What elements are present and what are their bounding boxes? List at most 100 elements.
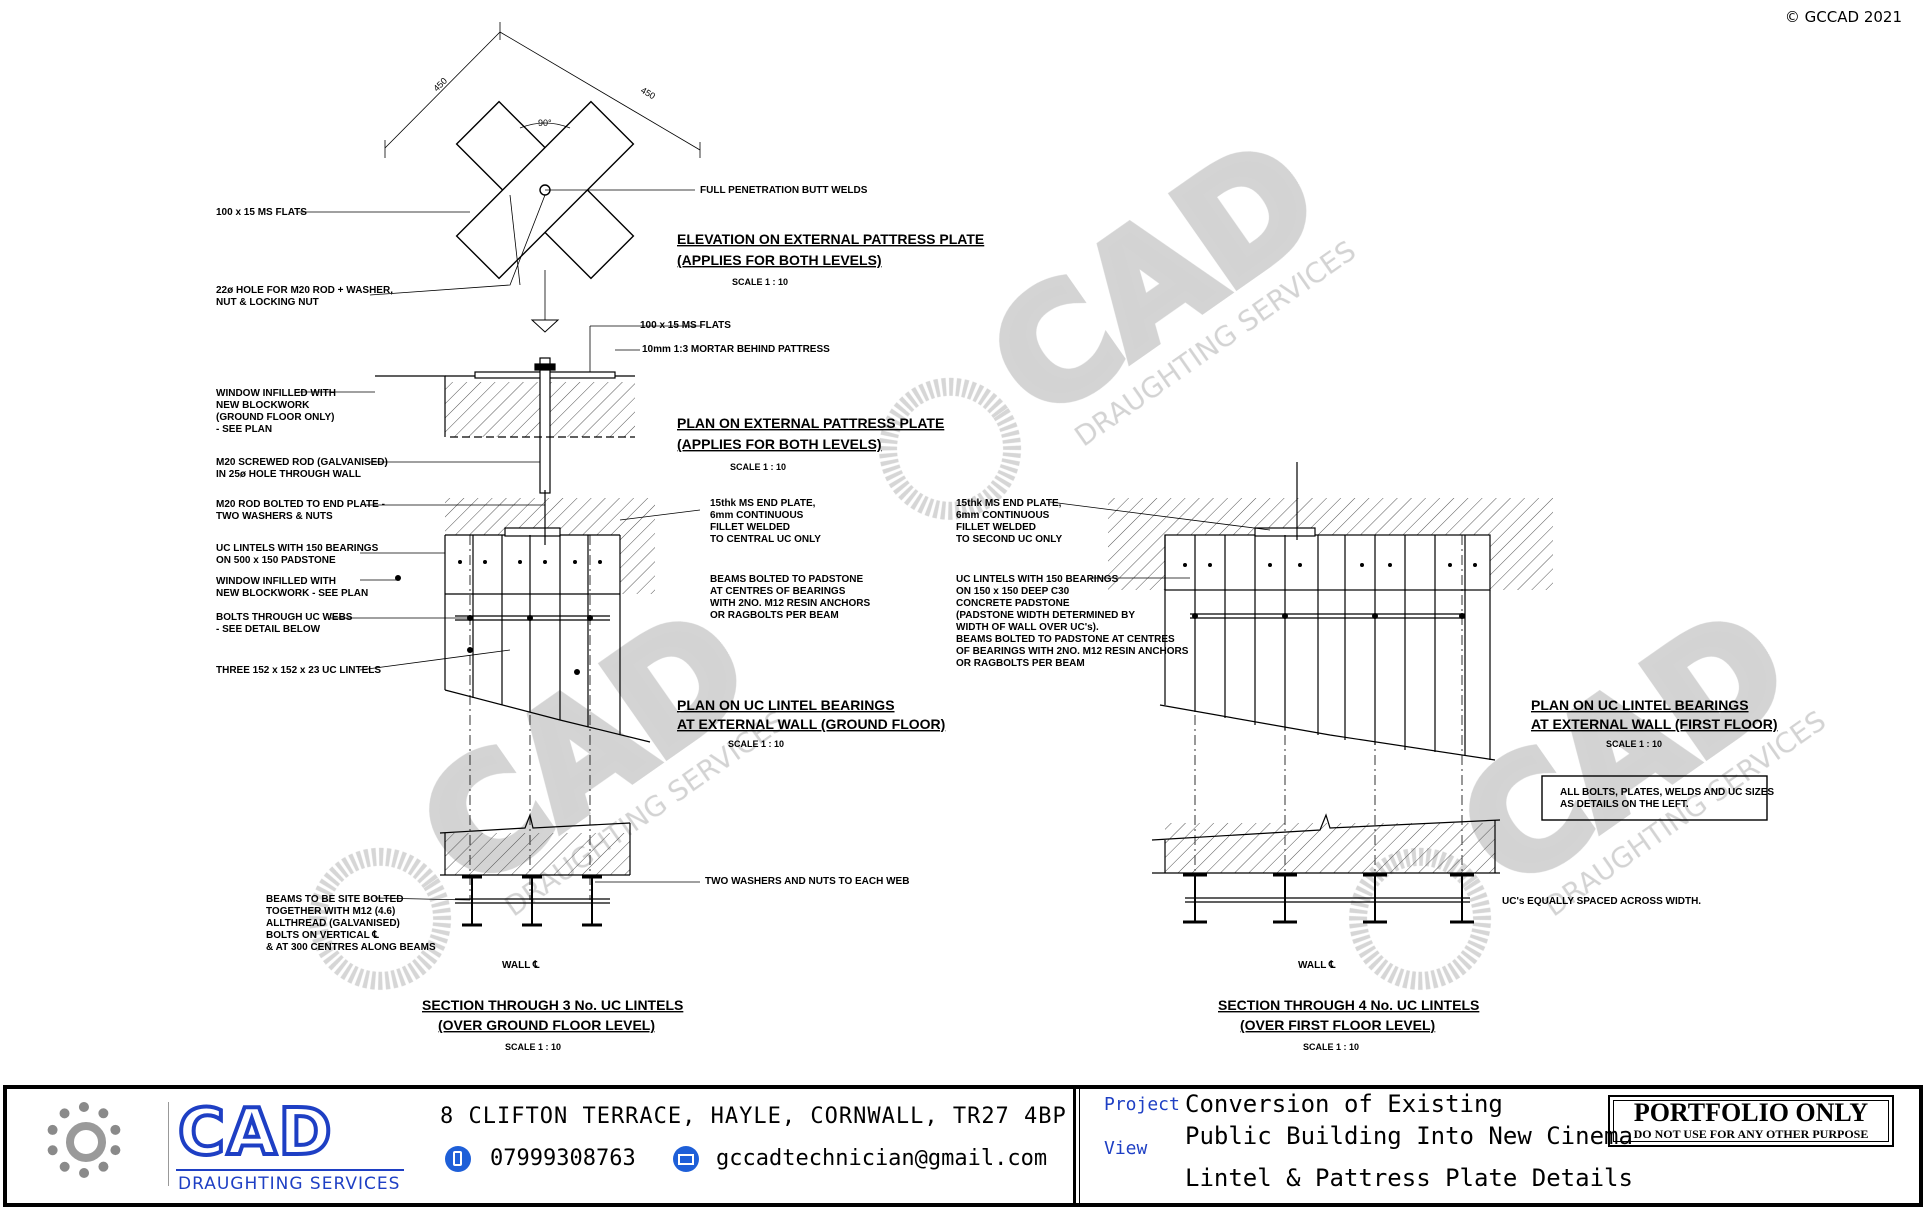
label-uc: UC LINTELS WITH 150 BEARINGS bbox=[216, 543, 379, 554]
view-label: View bbox=[1104, 1138, 1148, 1159]
plan-ground-labels: M20 ROD BOLTED TO END PLATE - TWO WASHER… bbox=[216, 498, 945, 749]
label-rodbolt: TWO WASHERS & NUTS bbox=[216, 511, 333, 522]
label-flats: 100 x 15 MS FLATS bbox=[216, 207, 307, 218]
logo-mark-icon bbox=[66, 1122, 106, 1162]
label-hole: NUT & LOCKING NUT bbox=[216, 297, 319, 308]
copyright-text: © GCCAD 2021 bbox=[1784, 8, 1902, 26]
portfolio-stamp: PORTFOLIO ONLY DO NOT USE FOR ANY OTHER … bbox=[1608, 1095, 1894, 1147]
view-name: Lintel & Pattress Plate Details bbox=[1185, 1164, 1633, 1192]
section-first-subtitle: (OVER FIRST FLOOR LEVEL) bbox=[1240, 1017, 1435, 1033]
label-three-uc: THREE 152 x 152 x 23 UC LINTELS bbox=[216, 665, 381, 676]
label-endplate: FILLET WELDED bbox=[956, 522, 1036, 533]
plan-first-labels: 15thk MS END PLATE, 6mm CONTINUOUS FILLE… bbox=[956, 498, 1778, 810]
label-uc: ON 150 x 150 DEEP C30 bbox=[956, 586, 1070, 597]
label-window: WINDOW INFILLED WITH bbox=[216, 576, 336, 587]
label-window: WINDOW INFILLED WITH bbox=[216, 388, 336, 399]
plan-first-title: PLAN ON UC LINTEL BEARINGS bbox=[1531, 697, 1749, 713]
project-name: Public Building Into New Cinema bbox=[1185, 1122, 1633, 1150]
section-first-title: SECTION THROUGH 4 No. UC LINTELS bbox=[1218, 997, 1479, 1013]
label-uc: UC LINTELS WITH 150 BEARINGS bbox=[956, 574, 1119, 585]
label-uc: CONCRETE PADSTONE bbox=[956, 598, 1070, 609]
phone-icon bbox=[445, 1146, 471, 1172]
plan-first-scale: SCALE 1 : 10 bbox=[1606, 739, 1662, 749]
label-uc: WIDTH OF WALL OVER UC's). bbox=[956, 622, 1099, 633]
title-block: CAD DRAUGHTING SERVICES 8 CLIFTON TERRAC… bbox=[0, 1082, 1924, 1207]
label-endplate: 6mm CONTINUOUS bbox=[956, 510, 1050, 521]
portfolio-stamp-main: PORTFOLIO ONLY bbox=[1633, 1098, 1869, 1127]
title-block-divider bbox=[1079, 1085, 1080, 1203]
wall-centreline: WALL ℄ bbox=[1298, 960, 1336, 971]
section-ground-subtitle: (OVER GROUND FLOOR LEVEL) bbox=[438, 1017, 655, 1033]
company-logo: CAD DRAUGHTING SERVICES bbox=[40, 1094, 410, 1194]
section-first-scale: SCALE 1 : 10 bbox=[1303, 1042, 1359, 1052]
label-endplate: FILLET WELDED bbox=[710, 522, 790, 533]
company-email: gccadtechnician@gmail.com bbox=[716, 1146, 1048, 1171]
wall-centreline: WALL ℄ bbox=[502, 960, 540, 971]
section-ground-labels: TWO WASHERS AND NUTS TO EACH WEB BEAMS T… bbox=[266, 876, 909, 1052]
label-uc: OR RAGBOLTS PER BEAM bbox=[956, 658, 1085, 669]
label-bolts: - SEE DETAIL BELOW bbox=[216, 624, 321, 635]
plan-first-subtitle: AT EXTERNAL WALL (FIRST FLOOR) bbox=[1531, 716, 1778, 732]
note-text: AS DETAILS ON THE LEFT. bbox=[1560, 799, 1689, 810]
logo-separator bbox=[168, 1102, 169, 1186]
label-endplate: TO SECOND UC ONLY bbox=[956, 534, 1062, 545]
portfolio-stamp-sub: DO NOT USE FOR ANY OTHER PURPOSE bbox=[1633, 1127, 1869, 1141]
section-ground-drawing bbox=[374, 812, 700, 927]
label-uc: (PADSTONE WIDTH DETERMINED BY bbox=[956, 610, 1135, 621]
label-rod: M20 SCREWED ROD (GALVANISED) bbox=[216, 457, 388, 468]
plan-pattress-drawing bbox=[298, 325, 700, 494]
label-endplate: 15thk MS END PLATE, bbox=[956, 498, 1062, 509]
label-endplate: TO CENTRAL UC ONLY bbox=[710, 534, 821, 545]
label-beams: TOGETHER WITH M12 (4.6) bbox=[266, 906, 395, 917]
dim-left: 450 bbox=[431, 76, 449, 94]
label-endplate: 15thk MS END PLATE, bbox=[710, 498, 816, 509]
label-beams: OR RAGBOLTS PER BEAM bbox=[710, 610, 839, 621]
elevation-title: ELEVATION ON EXTERNAL PATTRESS PLATE bbox=[677, 231, 984, 247]
project-label: Project bbox=[1104, 1094, 1180, 1115]
plan-pattress-subtitle: (APPLIES FOR BOTH LEVELS) bbox=[677, 436, 882, 452]
label-beams: BEAMS TO BE SITE BOLTED bbox=[266, 894, 403, 905]
company-address: 8 CLIFTON TERRACE, HAYLE, CORNWALL, TR27… bbox=[440, 1104, 1067, 1129]
label-window: - SEE PLAN bbox=[216, 424, 272, 435]
plan-ground-title: PLAN ON UC LINTEL BEARINGS bbox=[677, 697, 895, 713]
plan-pattress-scale: SCALE 1 : 10 bbox=[730, 462, 786, 472]
elevation-pattress-drawing bbox=[298, 22, 701, 333]
section-ground-title: SECTION THROUGH 3 No. UC LINTELS bbox=[422, 997, 683, 1013]
note-text: ALL BOLTS, PLATES, WELDS AND UC SIZES bbox=[1560, 787, 1774, 798]
label-beams: ALLTHREAD (GALVANISED) bbox=[266, 918, 400, 929]
angle-label: 90° bbox=[538, 118, 552, 128]
label-window: NEW BLOCKWORK - SEE PLAN bbox=[216, 588, 368, 599]
label-window: (GROUND FLOOR ONLY) bbox=[216, 412, 335, 423]
portfolio-stamp-border bbox=[1613, 1100, 1889, 1142]
label-uc: OF BEARINGS WITH 2NO. M12 RESIN ANCHORS bbox=[956, 646, 1189, 657]
label-bolts: BOLTS THROUGH UC WEBS bbox=[216, 612, 353, 623]
label-welds: FULL PENETRATION BUTT WELDS bbox=[700, 185, 868, 196]
label-washers: TWO WASHERS AND NUTS TO EACH WEB bbox=[705, 876, 909, 887]
plan-ground-scale: SCALE 1 : 10 bbox=[728, 739, 784, 749]
logo-mark-icon bbox=[46, 1102, 122, 1178]
label-beams: AT CENTRES OF BEARINGS bbox=[710, 586, 846, 597]
label-beams: WITH 2NO. M12 RESIN ANCHORS bbox=[710, 598, 871, 609]
label-endplate: 6mm CONTINUOUS bbox=[710, 510, 804, 521]
logo-wordmark: CAD bbox=[176, 1096, 334, 1170]
label-hole: 22ø HOLE FOR M20 ROD + WASHER, bbox=[216, 285, 393, 296]
label-rod: IN 25ø HOLE THROUGH WALL bbox=[216, 469, 361, 480]
company-phone: 07999308763 bbox=[490, 1146, 636, 1171]
logo-underline bbox=[176, 1169, 404, 1171]
logo-subtitle: DRAUGHTING SERVICES bbox=[178, 1174, 401, 1194]
label-window: NEW BLOCKWORK bbox=[216, 400, 310, 411]
section-first-drawing bbox=[1151, 813, 1501, 924]
label-uc: ON 500 x 150 PADSTONE bbox=[216, 555, 336, 566]
title-block-divider bbox=[1073, 1085, 1076, 1203]
plan-pattress-title: PLAN ON EXTERNAL PATTRESS PLATE bbox=[677, 415, 944, 431]
email-icon bbox=[673, 1146, 699, 1172]
label-beams: BEAMS BOLTED TO PADSTONE bbox=[710, 574, 863, 585]
label-spaced: UC's EQUALLY SPACED ACROSS WIDTH. bbox=[1502, 896, 1701, 907]
section-ground-scale: SCALE 1 : 10 bbox=[505, 1042, 561, 1052]
label-mortar: 10mm 1:3 MORTAR BEHIND PATTRESS bbox=[642, 344, 830, 355]
elevation-subtitle: (APPLIES FOR BOTH LEVELS) bbox=[677, 252, 882, 268]
plan-pattress-labels: 100 x 15 MS FLATS 10mm 1:3 MORTAR BEHIND… bbox=[216, 320, 944, 480]
project-name: Conversion of Existing bbox=[1185, 1090, 1503, 1118]
label-rodbolt: M20 ROD BOLTED TO END PLATE - bbox=[216, 499, 385, 510]
